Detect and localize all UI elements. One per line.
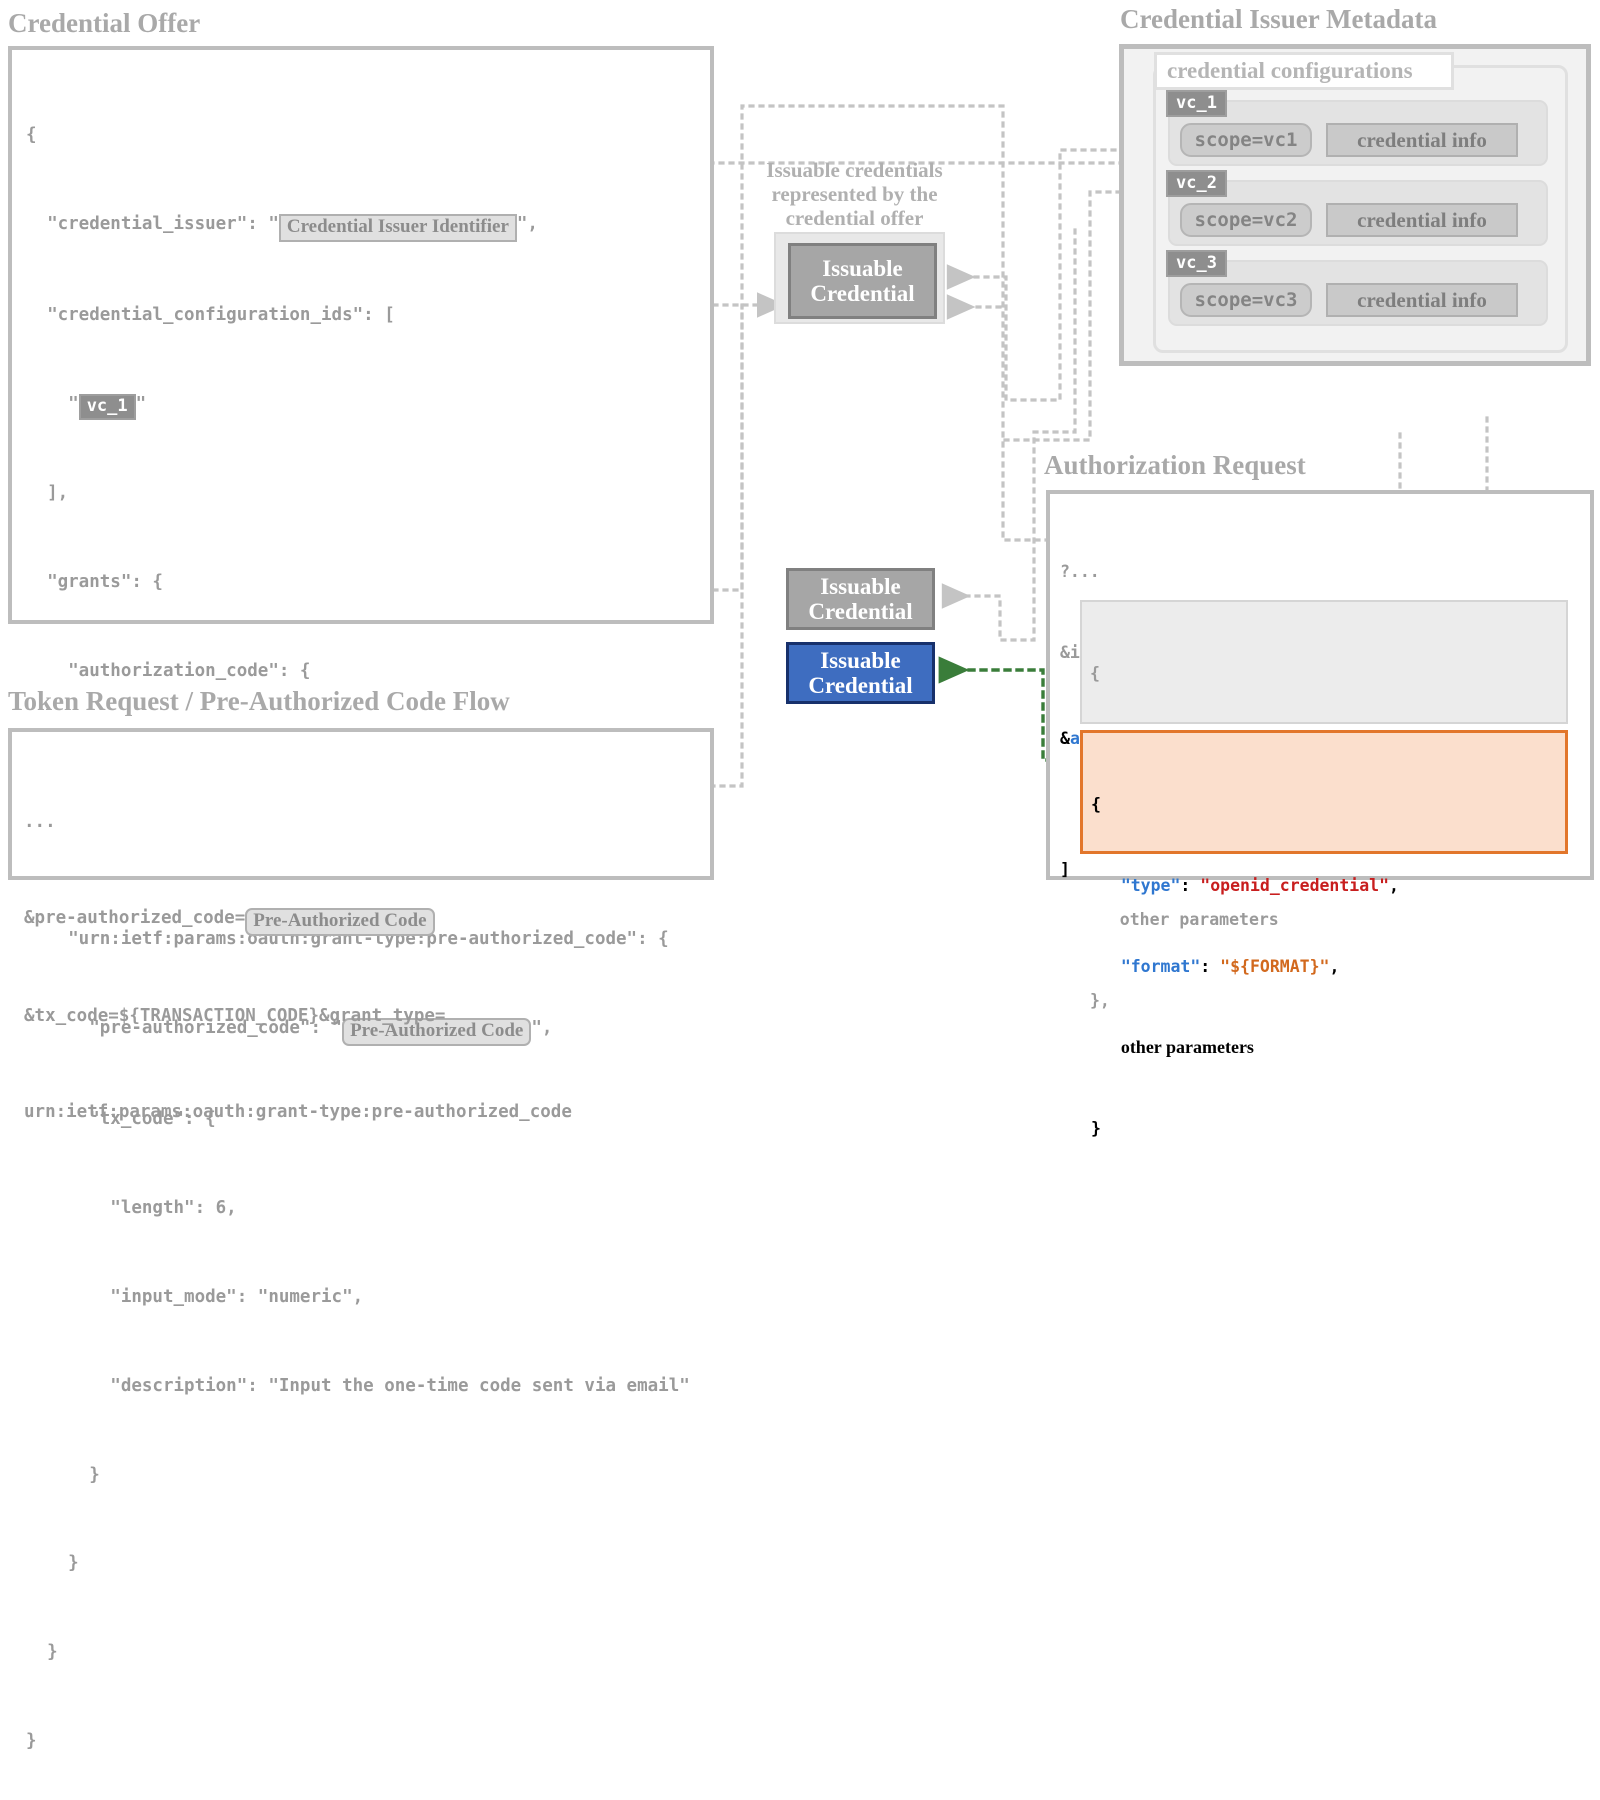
- co-line-7: "authorization_code": {: [26, 660, 311, 681]
- tr-preauth-key: &pre-authorized_code=: [24, 908, 246, 928]
- ao-format-sep: :: [1200, 957, 1221, 976]
- co-line-3: "credential_configuration_ids": [: [26, 305, 395, 326]
- co-line-17: }: [26, 1553, 79, 1574]
- vc-1-badge: vc_1: [1166, 90, 1227, 117]
- credential-offer-title: Credential Offer: [8, 8, 201, 38]
- ao-type-key: "type": [1120, 876, 1181, 895]
- co-line-13: "length": 6,: [26, 1198, 237, 1219]
- co-line-14: "input_mode": "numeric",: [26, 1286, 364, 1307]
- ao-format-key: "format": [1120, 957, 1201, 976]
- issuer-metadata-title: Credential Issuer Metadata: [1120, 4, 1437, 34]
- co-line-6: "grants": {: [26, 571, 163, 592]
- issuable-credentials-caption: Issuable credentials represented by the …: [766, 158, 943, 230]
- ao-close: }: [1091, 1119, 1101, 1138]
- co-line-16: }: [26, 1464, 100, 1485]
- auth-details-entry-orange: { "type": "openid_credential", "format":…: [1080, 730, 1568, 1138]
- co-line-19: }: [26, 1730, 37, 1751]
- authorization-request-panel: ?... &issuer_state=Issuer State &authori…: [1046, 490, 1594, 1138]
- tr-line-1: ...: [24, 812, 56, 832]
- co-issuer-end: ",: [516, 213, 538, 234]
- credential-configurations-header: credential configurations: [1154, 52, 1454, 90]
- co-line-5: ],: [26, 483, 69, 504]
- credential-info-1: credential info: [1326, 123, 1518, 157]
- ao-format-comma: ,: [1329, 957, 1340, 976]
- co-line-18: }: [26, 1642, 58, 1663]
- credential-info-3: credential info: [1326, 283, 1518, 317]
- authorization-request-title: Authorization Request: [1044, 450, 1306, 480]
- ar-line-1: ?...: [1060, 562, 1100, 581]
- co-vc1-pre: ": [26, 393, 79, 414]
- tr-line-3: &tx_code=${TRANSACTION_CODE}&grant_type=: [24, 1006, 446, 1026]
- scope-pill-1: scope=vc1: [1180, 123, 1312, 157]
- co-line-2: "credential_issuer": "Credential Issuer …: [26, 210, 710, 242]
- vc-2-badge: vc_2: [1166, 170, 1227, 197]
- co-issuer-key: "credential_issuer": ": [26, 213, 279, 234]
- ao-format: "format": "${FORMAT}",: [1091, 953, 1565, 980]
- ag-open: {: [1090, 664, 1100, 683]
- vc-3-badge: vc_3: [1166, 250, 1227, 277]
- scope-pill-3: scope=vc3: [1180, 283, 1312, 317]
- co-vc1-end: ": [135, 393, 147, 414]
- vc-1-tag: vc_1: [78, 393, 136, 420]
- ao-open: {: [1091, 795, 1101, 814]
- ar-close-bracket: ]: [1060, 860, 1070, 879]
- issuer-metadata-panel: credential configurations vc_1 scope=vc1…: [1119, 44, 1591, 366]
- ao-other: other parameters: [1120, 1037, 1254, 1057]
- tr-line-4: urn:ietf:params:oauth:grant-type:pre-aut…: [24, 1102, 572, 1122]
- credential-offer-panel: { "credential_issuer": "Credential Issue…: [8, 46, 714, 1751]
- ar-amp: &: [1060, 729, 1070, 748]
- credential-configurations-group: credential configurations vc_1 scope=vc1…: [1153, 52, 1568, 353]
- ao-type-sep: :: [1180, 876, 1201, 895]
- tr-line-2: &pre-authorized_code=Pre-Authorized Code: [24, 902, 710, 936]
- pre-authorized-code-tag-token: Pre-Authorized Code: [245, 908, 435, 936]
- ao-type: "type": "openid_credential",: [1091, 872, 1565, 899]
- ao-type-comma: ,: [1389, 876, 1399, 895]
- auth-details-entry-gray: { "type": "openid_credential", "credenti…: [1080, 600, 1568, 1010]
- co-line-4: "vc_1": [26, 390, 710, 420]
- ao-format-value: "${FORMAT}": [1220, 957, 1330, 976]
- token-request-title: Token Request / Pre-Authorized Code Flow: [8, 686, 510, 716]
- scope-pill-2: scope=vc2: [1180, 203, 1312, 237]
- credential-issuer-identifier-tag: Credential Issuer Identifier: [278, 213, 517, 242]
- co-line-15: "description": "Input the one-time code …: [26, 1375, 690, 1396]
- token-request-panel: ... &pre-authorized_code=Pre-Authorized …: [8, 728, 714, 1122]
- co-line-1: {: [26, 125, 37, 146]
- ao-type-value: "openid_credential": [1200, 876, 1390, 895]
- credential-info-2: credential info: [1326, 203, 1518, 237]
